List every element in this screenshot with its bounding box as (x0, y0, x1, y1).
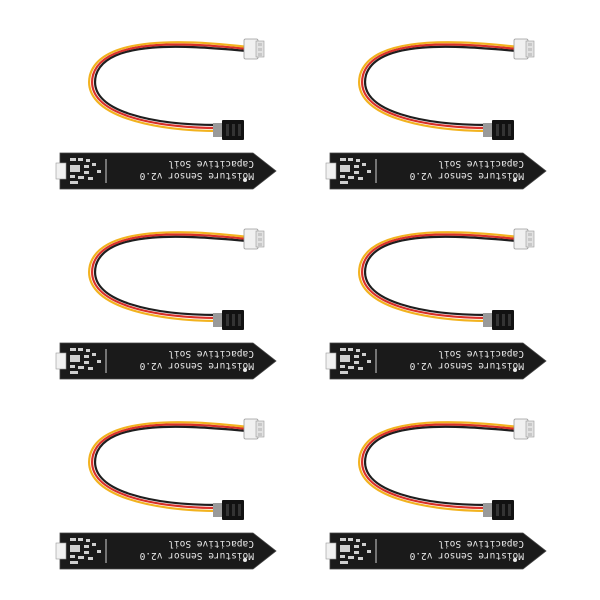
sensor-kit-4: Moisture Sensor v2.0 Capacitive Soil (318, 205, 548, 380)
jst-connector (513, 228, 535, 250)
wire-red (91, 233, 249, 320)
wire-black (363, 45, 519, 127)
wire-yellow (88, 231, 249, 323)
wire-black (93, 235, 249, 317)
board-label-line2: Moisture Sensor v2.0 (139, 170, 254, 181)
board-label-line1: Capacitive Soil (168, 158, 254, 169)
wire-black (363, 425, 519, 507)
jumper-cable (358, 421, 519, 513)
capacitive-soil-moisture-sensor-board: Moisture Sensor v2.0 Capacitive Soil (325, 532, 547, 570)
board-label-line2: Moisture Sensor v2.0 (409, 360, 524, 371)
jst-connector (513, 418, 535, 440)
wire-black (363, 235, 519, 317)
wire-yellow (358, 421, 519, 513)
jst-connector (243, 418, 265, 440)
jumper-cable (358, 231, 519, 323)
sensor-kit-illustration: Moisture Sensor v2.0 Capacitive Soil (325, 38, 547, 190)
sensor-kit-illustration: Moisture Sensor v2.0 Capacitive Soil (55, 38, 277, 190)
capacitive-soil-moisture-sensor-board: Moisture Sensor v2.0 Capacitive Soil (55, 152, 277, 190)
smd-components (340, 348, 371, 374)
board-label-line2: Moisture Sensor v2.0 (409, 550, 524, 561)
board-jst-socket (55, 352, 67, 370)
dupont-connector (483, 500, 514, 520)
sensor-kit-illustration: Moisture Sensor v2.0 Capacitive Soil (55, 418, 277, 570)
board-label-line1: Capacitive Soil (438, 348, 524, 359)
smd-components (70, 348, 101, 374)
wire-black (93, 45, 249, 127)
board-label-line1: Capacitive Soil (438, 158, 524, 169)
wire-red (361, 233, 519, 320)
sensor-kit-illustration: Moisture Sensor v2.0 Capacitive Soil (55, 228, 277, 380)
dupont-connector (483, 120, 514, 140)
sensor-kit-2: Moisture Sensor v2.0 Capacitive Soil (318, 15, 548, 190)
board-label-line1: Capacitive Soil (168, 538, 254, 549)
sensor-kit-3: Moisture Sensor v2.0 Capacitive Soil (48, 205, 278, 380)
board-jst-socket (325, 352, 337, 370)
jst-connector (243, 228, 265, 250)
capacitive-soil-moisture-sensor-board: Moisture Sensor v2.0 Capacitive Soil (325, 342, 547, 380)
wire-yellow (358, 41, 519, 133)
sensor-kit-illustration: Moisture Sensor v2.0 Capacitive Soil (325, 418, 547, 570)
wire-red (361, 423, 519, 510)
smd-components (340, 538, 371, 564)
smd-components (340, 158, 371, 184)
dupont-connector (213, 120, 244, 140)
sensor-kit-6: Moisture Sensor v2.0 Capacitive Soil (318, 395, 548, 570)
wire-yellow (88, 41, 249, 133)
jst-connector (513, 38, 535, 60)
board-jst-socket (325, 542, 337, 560)
capacitive-soil-moisture-sensor-board: Moisture Sensor v2.0 Capacitive Soil (55, 532, 277, 570)
smd-components (70, 158, 101, 184)
sensor-kit-5: Moisture Sensor v2.0 Capacitive Soil (48, 395, 278, 570)
wire-red (91, 423, 249, 510)
wire-red (91, 43, 249, 130)
board-jst-socket (325, 162, 337, 180)
dupont-connector (483, 310, 514, 330)
jumper-cable (88, 41, 249, 133)
jumper-cable (358, 41, 519, 133)
wire-yellow (88, 421, 249, 513)
wire-yellow (358, 231, 519, 323)
board-label-line1: Capacitive Soil (438, 538, 524, 549)
board-label-line1: Capacitive Soil (168, 348, 254, 359)
sensor-kit-illustration: Moisture Sensor v2.0 Capacitive Soil (325, 228, 547, 380)
board-label-line2: Moisture Sensor v2.0 (139, 550, 254, 561)
board-jst-socket (55, 542, 67, 560)
sensor-kit-1: Moisture Sensor v2.0 Capacitive Soil (48, 15, 278, 190)
board-label-line2: Moisture Sensor v2.0 (409, 170, 524, 181)
board-label-line2: Moisture Sensor v2.0 (139, 360, 254, 371)
jst-connector (243, 38, 265, 60)
wire-red (361, 43, 519, 130)
wire-black (93, 425, 249, 507)
capacitive-soil-moisture-sensor-board: Moisture Sensor v2.0 Capacitive Soil (55, 342, 277, 380)
dupont-connector (213, 310, 244, 330)
jumper-cable (88, 421, 249, 513)
smd-components (70, 538, 101, 564)
jumper-cable (88, 231, 249, 323)
capacitive-soil-moisture-sensor-board: Moisture Sensor v2.0 Capacitive Soil (325, 152, 547, 190)
board-jst-socket (55, 162, 67, 180)
dupont-connector (213, 500, 244, 520)
